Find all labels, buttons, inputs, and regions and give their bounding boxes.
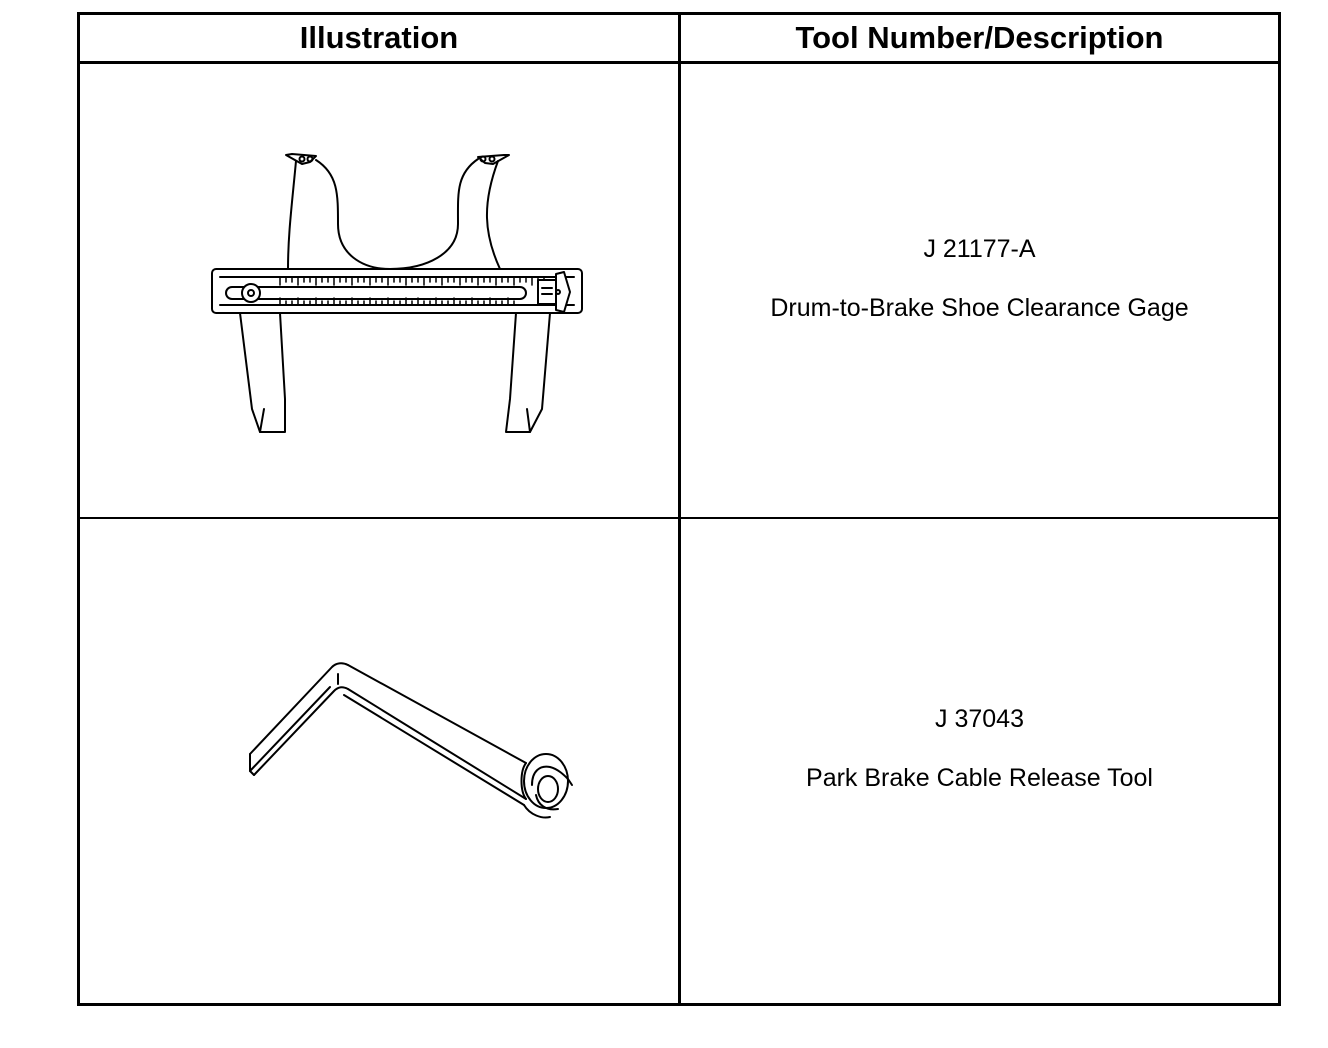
header-divider <box>80 61 1278 64</box>
tool-number: J 21177-A <box>923 235 1036 263</box>
tool-description: Park Brake Cable Release Tool <box>806 764 1153 792</box>
table-row-1-description: J 21177-A Drum-to-Brake Shoe Clearance G… <box>681 235 1278 323</box>
header-tool-description: Tool Number/Description <box>795 20 1164 55</box>
tool-number: J 37043 <box>935 705 1024 733</box>
row-divider <box>80 517 1278 519</box>
cable-release-tool-icon <box>249 662 573 819</box>
special-tools-table: Illustration Tool Number/Description <box>77 12 1281 1006</box>
brake-clearance-gage-icon <box>211 153 583 433</box>
table-row-2-description: J 37043 Park Brake Cable Release Tool <box>681 705 1278 793</box>
tool-description: Drum-to-Brake Shoe Clearance Gage <box>770 294 1189 322</box>
table-row-1-illustration <box>80 64 678 517</box>
table-row-2-illustration <box>80 519 678 1006</box>
header-illustration: Illustration <box>299 20 459 55</box>
column-divider <box>678 15 681 1003</box>
